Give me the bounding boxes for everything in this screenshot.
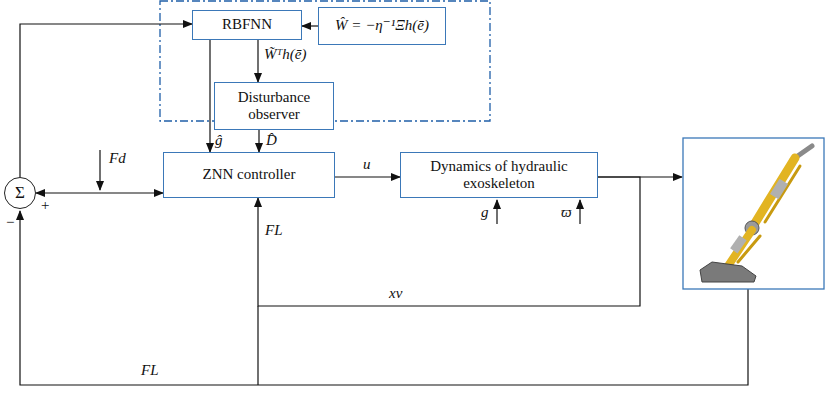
input-arrow	[496, 200, 497, 224]
signal-arrow	[36, 192, 163, 193]
signal-arrow	[257, 40, 258, 82]
node-text: RBFNN	[222, 16, 272, 33]
signal-label: FL	[140, 362, 160, 379]
signal-label: +	[40, 197, 50, 214]
signal-label: Fd	[108, 150, 127, 167]
signal-label: g	[480, 204, 490, 221]
process-box: RBFNN	[192, 10, 302, 40]
node-text: Ŵ = −η⁻¹Ξh(ē)	[335, 17, 429, 34]
summing-junction: Σ	[4, 177, 36, 209]
edge-label: xv	[388, 285, 403, 302]
signal-arrow	[302, 25, 318, 26]
signal-label: FL	[264, 222, 284, 239]
signal-arrow	[258, 130, 259, 152]
edge-label: W̃ᵀh(ē)	[263, 46, 307, 63]
process-box: ZNN controller	[163, 152, 335, 198]
node-text: Disturbance observer	[222, 89, 326, 124]
signal-label: −	[5, 214, 15, 231]
equation-box: Ŵ = −η⁻¹Ξh(ē)	[318, 7, 446, 45]
disturbance-arrow	[99, 150, 100, 190]
process-box: Dynamics of hydraulic exoskeleton	[400, 152, 598, 198]
edge-label: u	[362, 156, 372, 173]
node-text: Dynamics of hydraulic exoskeleton	[408, 158, 590, 193]
input-arrow	[579, 200, 580, 224]
node-text: ZNN controller	[203, 166, 296, 183]
signal-arrow	[335, 176, 400, 177]
signal-label: ϖ	[560, 204, 573, 221]
edge-label: D̂	[265, 132, 278, 149]
feedback-wire	[20, 211, 748, 385]
exoskeleton-illustration	[683, 138, 824, 289]
feedback-branch	[257, 306, 258, 385]
node-text: Σ	[15, 183, 25, 203]
edge-label: ĝ	[214, 132, 224, 149]
signal-arrow	[209, 40, 210, 152]
process-box: Disturbance observer	[214, 82, 334, 130]
